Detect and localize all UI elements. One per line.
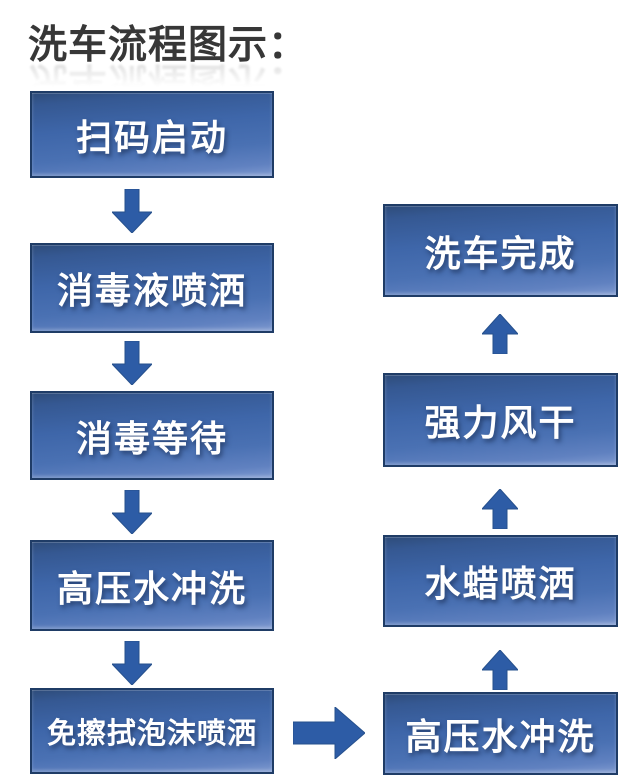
up-arrow-icon — [482, 489, 518, 529]
flow-step-scan-start: 扫码启动 — [30, 91, 274, 178]
flow-step-label: 高压水冲洗 — [405, 715, 596, 757]
right-arrow-icon — [293, 707, 365, 759]
flow-step-label: 强力风干 — [424, 402, 577, 443]
flow-step-label: 免擦拭泡沫喷洒 — [46, 718, 257, 750]
flow-step-high-pressure-rinse-2: 高压水冲洗 — [383, 692, 618, 775]
flow-step-high-pressure-rinse-1: 高压水冲洗 — [30, 540, 274, 631]
down-arrow-icon — [112, 490, 152, 534]
flow-step-label: 消毒等待 — [75, 417, 228, 459]
flow-step-label: 洗车完成 — [424, 232, 577, 274]
flow-step-strong-air-dry: 强力风干 — [383, 373, 618, 467]
flow-step-label: 水蜡喷洒 — [424, 563, 577, 604]
flow-step-label: 高压水冲洗 — [56, 567, 247, 609]
down-arrow-icon — [112, 189, 152, 233]
up-arrow-icon — [482, 650, 518, 690]
flow-step-no-wipe-foam-spray: 免擦拭泡沫喷洒 — [30, 688, 274, 774]
up-arrow-icon — [482, 314, 518, 354]
down-arrow-icon — [112, 641, 152, 685]
flow-step-disinfectant-spray: 消毒液喷洒 — [30, 243, 274, 333]
flow-step-water-wax-spray: 水蜡喷洒 — [383, 535, 618, 627]
flow-step-label: 消毒液喷洒 — [56, 270, 247, 311]
down-arrow-icon — [112, 341, 152, 385]
flow-step-disinfect-wait: 消毒等待 — [30, 391, 274, 480]
flow-step-wash-complete: 洗车完成 — [383, 204, 618, 297]
flow-step-label: 扫码启动 — [75, 116, 228, 158]
page-title: 洗车流程图示： — [28, 24, 309, 67]
